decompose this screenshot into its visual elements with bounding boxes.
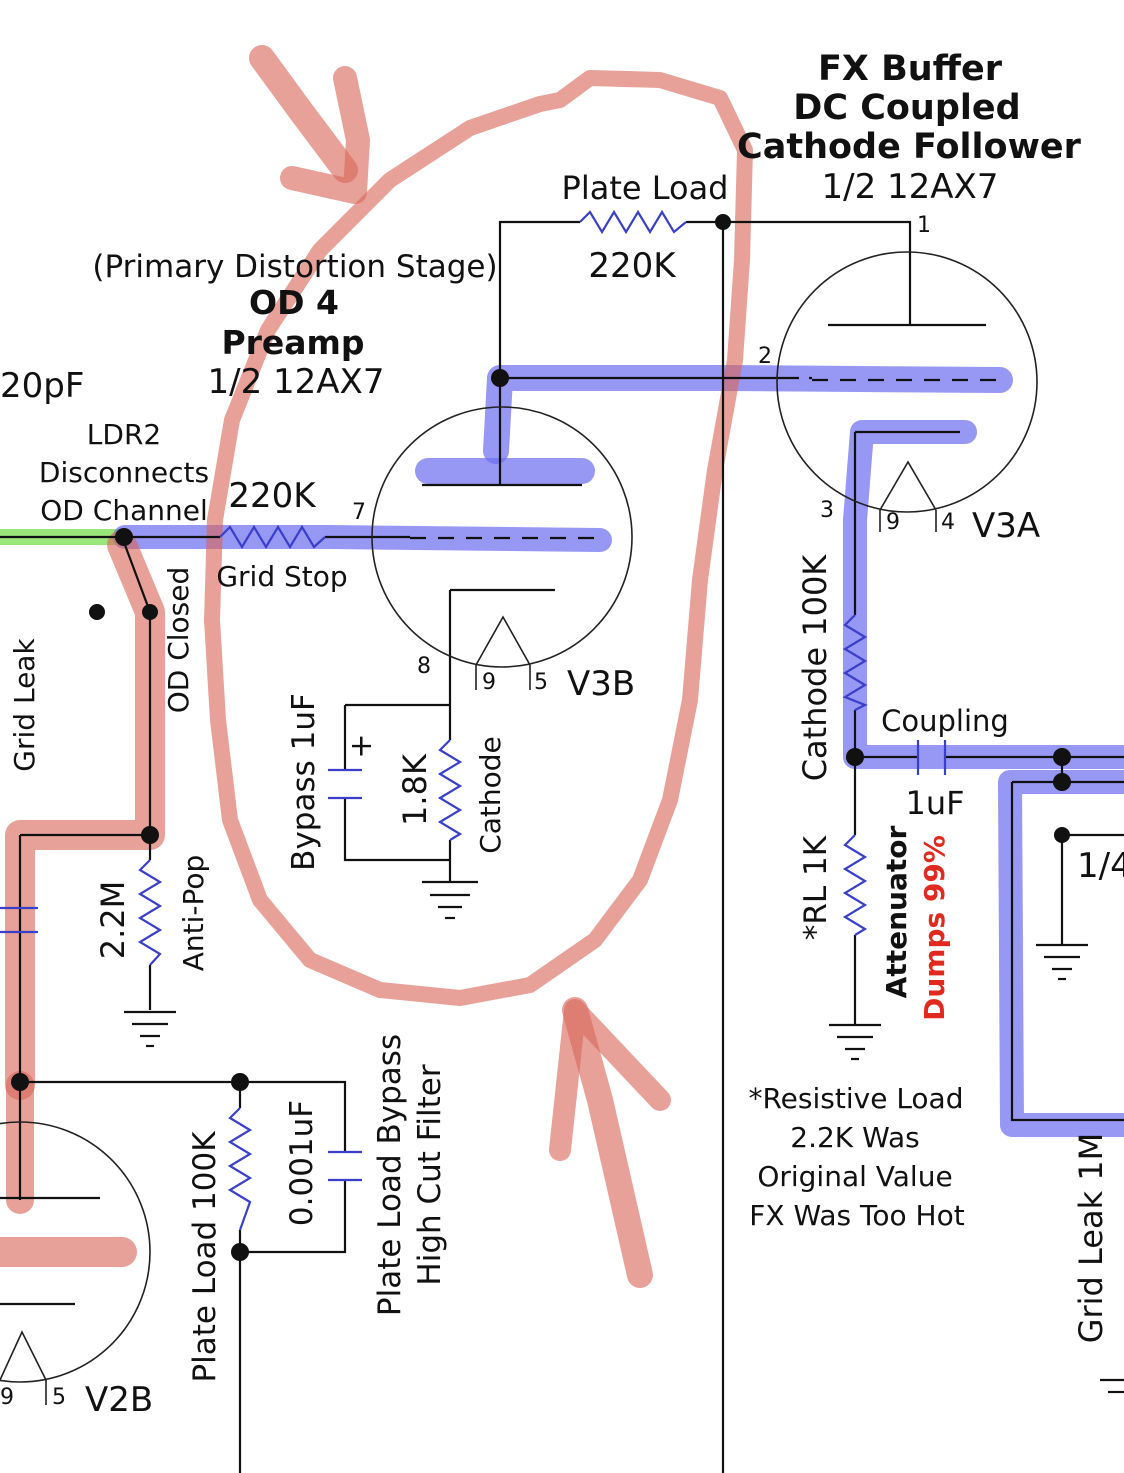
- cathode-od-value: 1.8K: [396, 753, 434, 826]
- left-edge-capacitor: [0, 906, 38, 934]
- ldr-line-2: Disconnects: [39, 456, 209, 489]
- rl-resistor: [842, 834, 868, 936]
- anti-pop-label: Anti-Pop: [177, 855, 210, 972]
- anti-pop-value: 2.2M: [94, 881, 132, 960]
- footnote-line-3: Original Value: [757, 1160, 952, 1193]
- grid-leak-left-label: Grid Leak: [8, 638, 41, 772]
- bypass-capacitor: [328, 768, 362, 800]
- v3a-name: V3A: [972, 506, 1040, 546]
- v3a-pin-heater-b: 4: [941, 510, 955, 535]
- v3b-pin-grid: 7: [352, 500, 366, 525]
- fx-buffer-title-1: FX Buffer: [818, 49, 1003, 89]
- bypass-cap-polarity: +: [344, 733, 379, 758]
- wiring: [0, 220, 1124, 1473]
- od-closed-label: OD Closed: [162, 567, 195, 714]
- ldr-line-1: LDR2: [87, 418, 161, 451]
- v3b-name: V3B: [567, 664, 635, 704]
- tube-v2b: [0, 1121, 151, 1405]
- coupling-label: Coupling: [881, 704, 1009, 738]
- plate-load-bottom-label: Plate Load 100K: [187, 1131, 223, 1383]
- high-cut-cap-label-2: High Cut Filter: [412, 1064, 448, 1285]
- attenuator-note: Dumps 99%: [918, 835, 951, 1021]
- resistors: [137, 209, 868, 1231]
- v3a-pin-plate: 1: [917, 213, 931, 238]
- high-cut-cap-value: 0.001uF: [284, 1100, 320, 1226]
- cathode-fx-label: Cathode 100K: [796, 554, 834, 782]
- v3b-pin-heater-a: 9: [482, 670, 496, 695]
- attenuator-label: Attenuator: [880, 826, 913, 999]
- ground-symbol-od-cathode: [422, 880, 478, 920]
- v3a-pin-grid: 2: [758, 344, 772, 369]
- tube-v3a: [776, 251, 1038, 532]
- cathode-od-resistor: [437, 739, 463, 841]
- grid-stop-label: Grid Stop: [216, 560, 347, 593]
- footnote-line-2: 2.2K Was: [790, 1121, 919, 1154]
- coupling-value: 1uF: [905, 784, 964, 822]
- v3a-pin-cathode: 3: [820, 498, 834, 523]
- od4-tube: 1/2 12AX7: [208, 362, 385, 402]
- rl-label: *RL 1K: [798, 835, 834, 940]
- tube-v3b: [371, 406, 633, 690]
- plate-load-top-value: 220K: [588, 246, 677, 286]
- grid-stop-resistor: [219, 524, 326, 550]
- od4-subtitle: (Primary Distortion Stage): [92, 249, 497, 285]
- od4-title-1: OD 4: [249, 283, 339, 322]
- capacitor-20pf: 20pF: [0, 366, 84, 406]
- capacitors: [0, 740, 947, 1182]
- v2b-name: V2B: [85, 1380, 153, 1420]
- ground-symbol-right: [1036, 943, 1088, 981]
- v3b-pin-heater-b: 5: [534, 670, 548, 695]
- footnote-line-4: FX Was Too Hot: [749, 1199, 964, 1232]
- cathode-od-label: Cathode: [474, 736, 507, 854]
- coupling-capacitor: [916, 740, 947, 775]
- v2b-pin-heater-a: 9: [0, 1385, 14, 1410]
- cathode-fx-resistor: [842, 614, 868, 711]
- ground-symbol-anti-pop: [124, 1010, 176, 1048]
- high-cut-cap-label-1: Plate Load Bypass: [372, 1034, 408, 1316]
- fx-buffer-tube: 1/2 12AX7: [822, 167, 999, 207]
- v3a-pin-heater-a: 9: [886, 510, 900, 535]
- plate-load-bottom-resistor: [227, 1107, 253, 1231]
- ground-symbol-rl: [829, 1023, 881, 1061]
- bypass-cap-label: Bypass 1uF: [286, 693, 322, 871]
- v2b-pin-heater-b: 5: [52, 1385, 66, 1410]
- od4-title-2: Preamp: [221, 323, 364, 362]
- ldr-line-3: OD Channel: [40, 494, 207, 527]
- anti-pop-resistor: [137, 859, 163, 966]
- footnote-line-1: *Resistive Load: [748, 1082, 963, 1115]
- fx-buffer-title-3: Cathode Follower: [737, 127, 1082, 167]
- ground-symbol-bottom-right: [1100, 1378, 1124, 1394]
- plate-load-top-label: Plate Load: [562, 169, 729, 207]
- right-edge-fraction: 1/4: [1077, 846, 1124, 886]
- fx-buffer-title-2: DC Coupled: [793, 88, 1020, 128]
- v3b-pin-cathode: 8: [417, 654, 431, 679]
- grid-stop-value: 220K: [228, 476, 317, 516]
- grid-leak-right-label: Grid Leak 1M: [1072, 1133, 1110, 1344]
- high-cut-capacitor: [328, 1150, 362, 1182]
- junction-dots: [11, 214, 1071, 1261]
- plate-load-top-resistor: [579, 209, 687, 235]
- grounds: [124, 880, 1124, 1394]
